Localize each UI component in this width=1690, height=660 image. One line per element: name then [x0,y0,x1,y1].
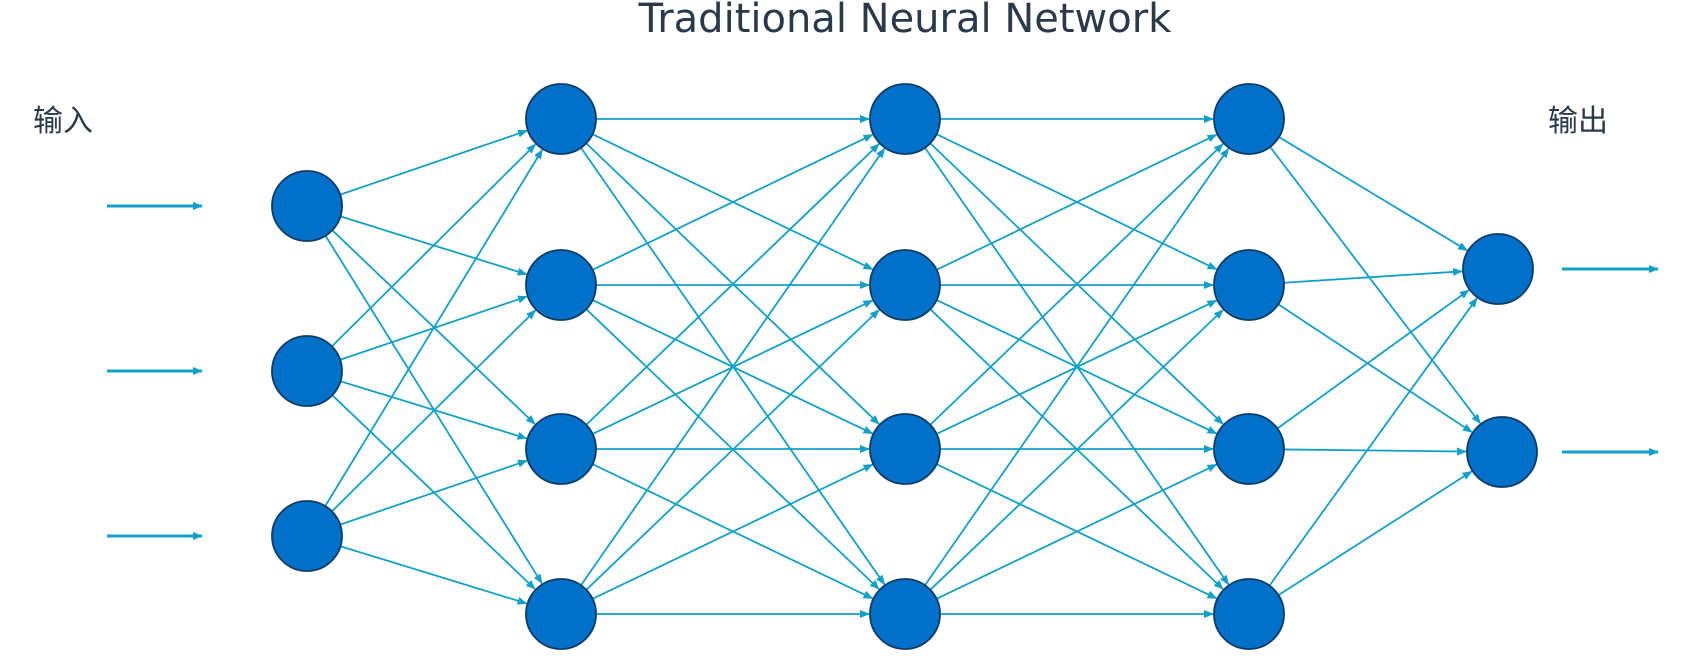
connection-edge [331,309,537,513]
output-arrows [1562,265,1659,456]
neuron-input-2 [271,335,343,407]
neuron-hidden-2-4 [869,578,941,650]
neuron-hidden-3-2 [1213,249,1285,321]
neuron-hidden-3-3 [1213,413,1285,485]
connection-edge [936,133,1218,271]
connection-edge [580,147,886,586]
neuron-hidden-1-4 [525,578,597,650]
connection-edge [340,545,528,605]
neuron-hidden-1-1 [525,83,597,155]
connection-edge [1277,470,1473,596]
neuron-hidden-3-1 [1213,83,1285,155]
connection-edge [1283,267,1464,284]
neuron-hidden-2-1 [869,83,941,155]
connection-edge [1277,303,1473,433]
connection-edge [592,133,874,271]
output-label: 输出 [1548,104,1608,139]
neuron-hidden-1-2 [525,249,597,321]
connection-edge [1283,447,1468,456]
neuron-hidden-2-3 [869,413,941,485]
neuron-output-2 [1466,416,1538,488]
neuron-hidden-3-4 [1213,578,1285,650]
neurons [271,83,1538,650]
connection-edge [339,459,528,526]
neuron-input-1 [271,170,343,242]
input-label: 输入 [33,104,93,139]
connection-edge [592,463,874,600]
input-arrows [107,202,203,540]
connection-edge [585,309,880,591]
connection-edge [1276,289,1470,430]
connection-edge [1278,136,1469,252]
neuron-output-1 [1462,233,1534,305]
diagram-title: Traditional Neural Network [638,0,1172,42]
connection-edge [585,143,880,426]
connection-edge [924,147,1230,586]
connection-edge [936,463,1218,600]
connection-edge [1269,146,1481,425]
connection-edge [339,129,528,196]
connection-edge [331,143,537,347]
connection-edge [324,148,544,507]
connection-edge [929,143,1224,426]
neuron-hidden-1-3 [525,413,597,485]
neuron-hidden-2-2 [869,249,941,321]
connection-edge [929,309,1224,591]
neuron-input-3 [271,500,343,572]
connection-edge [1268,297,1478,587]
connections [324,115,1481,618]
